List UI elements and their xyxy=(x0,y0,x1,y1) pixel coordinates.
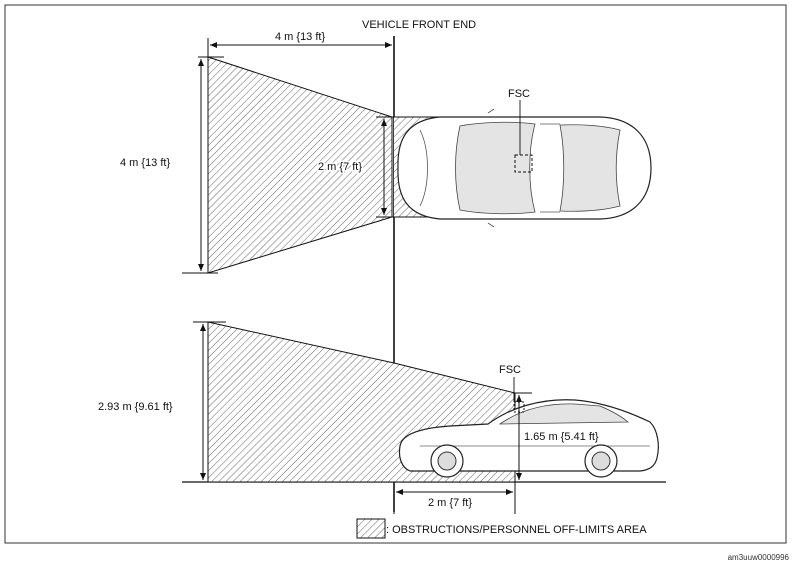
legend: : OBSTRUCTIONS/PERSONNEL OFF-LIMITS AREA xyxy=(356,518,647,539)
legend-hatch-swatch xyxy=(356,518,386,539)
side-height-label: 2.93 m {9.61 ft} xyxy=(98,401,173,413)
fsc-side-label: FSC xyxy=(499,364,521,376)
side-distance-label: 2 m {7 ft} xyxy=(428,497,472,509)
car-top-view xyxy=(397,108,652,228)
top-width-label: 4 m {13 ft} xyxy=(120,157,170,169)
top-distance-label: 4 m {13 ft} xyxy=(275,31,325,43)
vehicle-front-end-label: VEHICLE FRONT END xyxy=(362,19,476,31)
fsc-top-marker xyxy=(514,154,533,173)
side-inner-height-label: 1.65 m {5.41 ft} xyxy=(524,431,599,443)
outer-border xyxy=(4,4,787,544)
fsc-top-label: FSC xyxy=(508,88,530,100)
image-code: am3uuw0000996 xyxy=(728,553,790,562)
car-side-view xyxy=(398,399,659,478)
legend-label: : OBSTRUCTIONS/PERSONNEL OFF-LIMITS AREA xyxy=(386,524,647,536)
top-offlimits-area xyxy=(207,56,393,274)
top-view: 4 m {13 ft} 4 m {13 ft} 2 m {7 ft} FSC xyxy=(120,31,652,274)
side-view: 2.93 m {9.61 ft} FSC 1.65 m {5.41 ft} 2 … xyxy=(98,321,666,514)
top-inner-width-label: 2 m {7 ft} xyxy=(318,161,362,173)
